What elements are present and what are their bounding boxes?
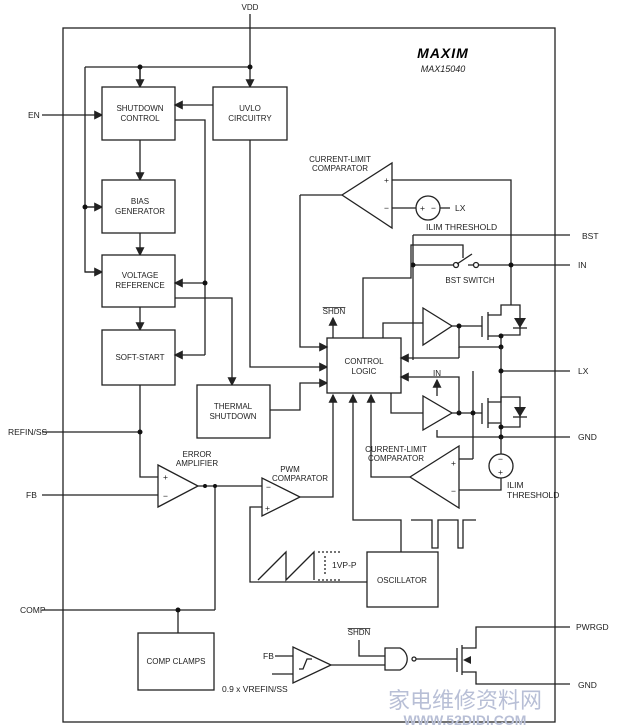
svg-text:+: + bbox=[265, 503, 270, 513]
high-side-mosfet bbox=[481, 304, 521, 348]
part-number: MAX15040 bbox=[421, 64, 466, 74]
bst-switch-label: BST SWITCH bbox=[445, 276, 494, 285]
low-side-mosfet bbox=[481, 396, 521, 428]
svg-text:SHUTDOWN: SHUTDOWN bbox=[116, 104, 163, 113]
pg-fb-label: FB bbox=[263, 651, 274, 661]
svg-text:SHUTDOWN: SHUTDOWN bbox=[209, 412, 256, 421]
svg-text:COMPARATOR: COMPARATOR bbox=[312, 164, 368, 173]
pin-pwrgd: PWRGD bbox=[576, 622, 609, 632]
svg-text:+: + bbox=[163, 472, 168, 482]
svg-text:AMPLIFIER: AMPLIFIER bbox=[176, 459, 218, 468]
watermark-url: WWW.52DIDI.COM bbox=[404, 712, 527, 727]
svg-text:−: − bbox=[266, 482, 271, 492]
svg-text:+: + bbox=[420, 203, 425, 213]
svg-text:−: − bbox=[384, 203, 389, 213]
pin-gnd-2: GND bbox=[578, 680, 597, 690]
pin-in: IN bbox=[578, 260, 587, 270]
low-side-diode bbox=[514, 407, 526, 417]
svg-text:CURRENT-LIMIT: CURRENT-LIMIT bbox=[365, 445, 427, 454]
shdn-label: SHDN bbox=[323, 307, 346, 316]
svg-text:−: − bbox=[431, 203, 436, 213]
svg-text:CIRCUITRY: CIRCUITRY bbox=[228, 114, 272, 123]
maxim-logo: MAXIM bbox=[417, 45, 469, 61]
svg-text:SOFT-START: SOFT-START bbox=[115, 353, 164, 362]
svg-text:CONTROL: CONTROL bbox=[344, 357, 384, 366]
svg-text:PWM: PWM bbox=[280, 465, 300, 474]
shdn-label-2: SHDN bbox=[348, 628, 371, 637]
svg-text:COMPARATOR: COMPARATOR bbox=[272, 474, 328, 483]
watermark-cn: 家电维修资料网 bbox=[388, 688, 542, 713]
pin-fb: FB bbox=[26, 490, 37, 500]
ilim-threshold-label: ILIM THRESHOLD bbox=[426, 222, 497, 232]
high-side-driver bbox=[422, 306, 454, 347]
svg-text:ERROR: ERROR bbox=[183, 450, 212, 459]
clock-waveform bbox=[411, 519, 476, 549]
svg-text:−: − bbox=[163, 491, 168, 501]
lx-source-label: LX bbox=[455, 203, 466, 213]
pin-gnd: GND bbox=[578, 432, 597, 442]
high-side-diode bbox=[514, 318, 526, 328]
svg-text:CURRENT-LIMIT: CURRENT-LIMIT bbox=[309, 155, 371, 164]
pin-refin-ss: REFIN/SS bbox=[8, 427, 48, 437]
svg-text:+: + bbox=[384, 175, 389, 185]
pin-en: EN bbox=[28, 110, 40, 120]
ilim-label-bottom: ILIM bbox=[507, 480, 524, 490]
ramp-amplitude-label: 1VP-P bbox=[332, 560, 357, 570]
pg-ref-label: 0.9 x VREFIN/SS bbox=[222, 684, 288, 694]
svg-text:−: − bbox=[451, 486, 456, 496]
svg-text:GENERATOR: GENERATOR bbox=[115, 207, 165, 216]
svg-text:REFERENCE: REFERENCE bbox=[115, 281, 164, 290]
svg-text:+: + bbox=[498, 467, 503, 477]
pin-vdd: VDD bbox=[242, 3, 259, 12]
svg-text:+: + bbox=[451, 458, 456, 468]
ilim-threshold-source-bottom bbox=[488, 453, 514, 479]
oscillator-block: OSCILLATOR bbox=[366, 551, 439, 608]
pin-bst: BST bbox=[582, 231, 599, 241]
pin-comp: COMP bbox=[20, 605, 46, 615]
svg-text:−: − bbox=[498, 454, 503, 464]
soft-start-block: SOFT-START bbox=[101, 329, 176, 386]
svg-text:BIAS: BIAS bbox=[131, 197, 149, 206]
threshold-label-bottom: THRESHOLD bbox=[507, 490, 559, 500]
svg-text:LOGIC: LOGIC bbox=[352, 367, 377, 376]
svg-text:CONTROL: CONTROL bbox=[120, 114, 160, 123]
hysteresis-icon bbox=[299, 658, 312, 670]
pwrgd-mosfet bbox=[416, 626, 570, 685]
chip-outline bbox=[62, 27, 556, 723]
pin-lx: LX bbox=[578, 366, 589, 376]
svg-text:COMP CLAMPS: COMP CLAMPS bbox=[147, 657, 206, 666]
ramp-waveform bbox=[257, 550, 315, 582]
svg-text:VOLTAGE: VOLTAGE bbox=[122, 271, 159, 280]
svg-text:COMPARATOR: COMPARATOR bbox=[368, 454, 424, 463]
svg-text:UVLO: UVLO bbox=[239, 104, 261, 113]
driver-supply-label: IN bbox=[433, 369, 441, 378]
svg-text:THERMAL: THERMAL bbox=[214, 402, 253, 411]
pwrgd-comparator bbox=[292, 645, 333, 685]
nand-gate bbox=[384, 647, 408, 671]
ilim-threshold-source-top bbox=[415, 195, 441, 221]
low-side-driver bbox=[422, 394, 454, 432]
svg-text:OSCILLATOR: OSCILLATOR bbox=[377, 576, 427, 585]
comp-clamps-block: COMP CLAMPS bbox=[137, 632, 215, 691]
